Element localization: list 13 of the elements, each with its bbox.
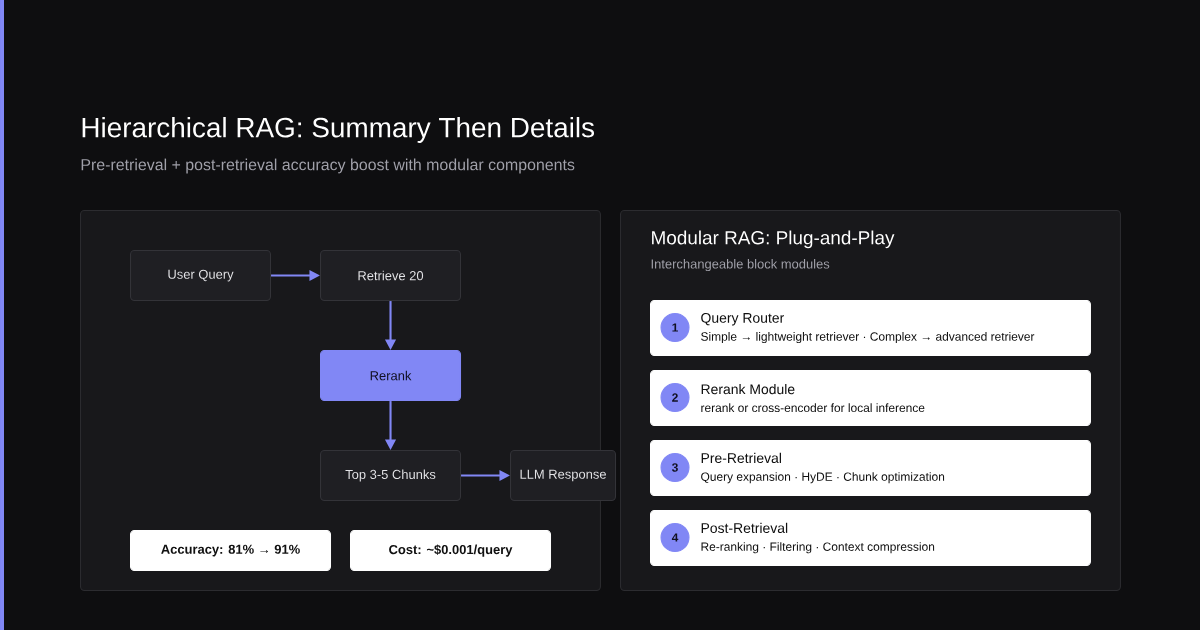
subtitle: Pre-retrieval + post-retrieval accuracy boost with modular components: [81, 158, 575, 174]
process-box: LLM Response: [510, 450, 617, 502]
process-box: Retrieve 20: [320, 250, 462, 302]
title: Hierarchical RAG: Summary Then Details: [82, 117, 595, 143]
number-badge: 2: [660, 383, 690, 413]
number-badge: 3: [660, 453, 690, 483]
process-box: Rerank: [320, 350, 462, 402]
number-badge: 1: [660, 313, 690, 343]
number-badge: 4: [660, 523, 690, 553]
metric-box: Cost: ~$0.001/query: [350, 530, 551, 572]
metric-box: Accuracy: 81% → 91%: [130, 530, 331, 572]
process-box: User Query: [130, 250, 272, 302]
process-box: Top 3-5 Chunks: [320, 450, 462, 502]
